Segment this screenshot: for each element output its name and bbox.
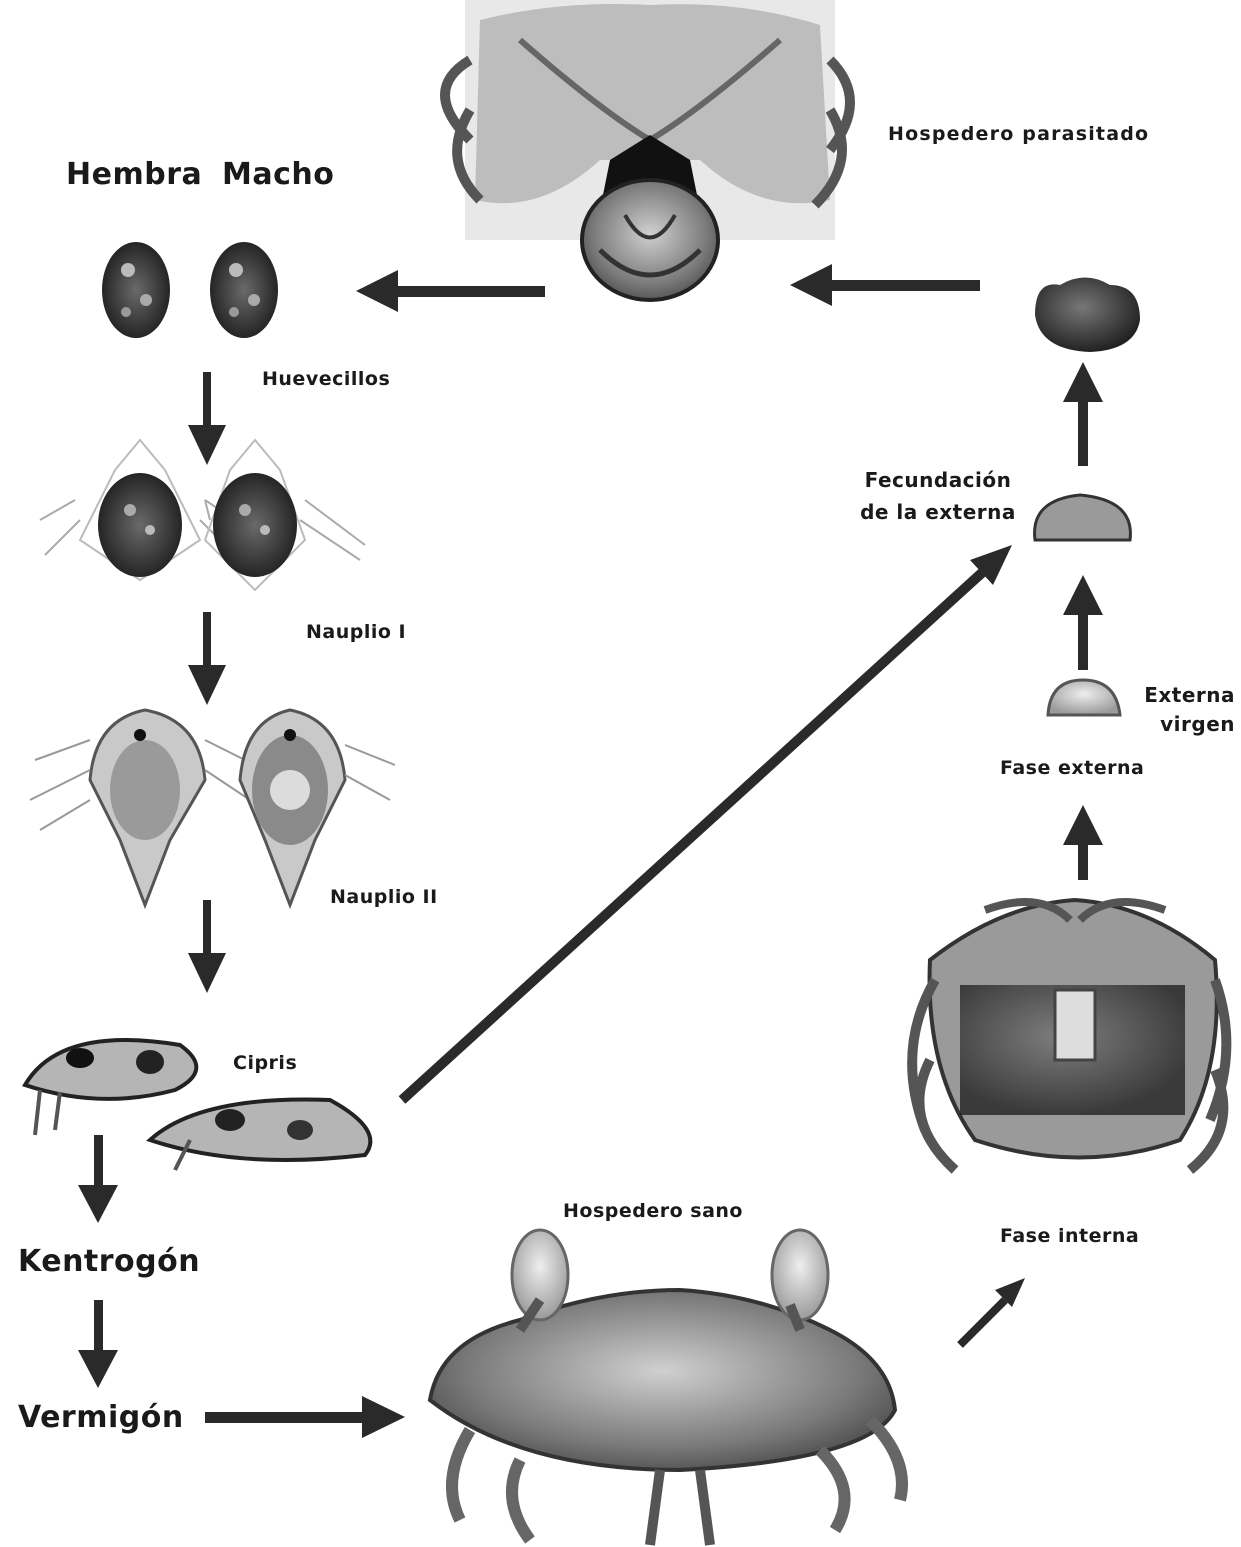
cypris-image-1 [25, 1040, 196, 1135]
label-vermigon: Vermigón [18, 1400, 184, 1435]
nauplius-2-female-image [30, 710, 250, 905]
healthy-host-crab-image [430, 1230, 902, 1545]
egg-male-image [210, 242, 278, 338]
arrow-healthy-host-to-internal-phase [960, 1278, 1025, 1345]
arrow-host-to-eggs [356, 270, 545, 312]
fertilized-externa-image [1035, 495, 1131, 540]
label-nauplius-1: Nauplio I [306, 621, 406, 643]
arrows [78, 264, 1103, 1438]
parasitized-host-crab-image [445, 0, 850, 300]
mature-externa-image [1035, 278, 1140, 353]
label-nauplius-2: Nauplio II [330, 886, 438, 908]
label-cypris: Cipris [233, 1052, 297, 1074]
arrow-nauplius-2-to-cypris [188, 900, 226, 993]
label-healthy-host: Hospedero sano [563, 1200, 743, 1222]
label-male: Macho [222, 157, 334, 192]
arrow-externa-to-host [790, 264, 980, 306]
virgin-externa-image [1048, 680, 1120, 715]
internal-phase-crab-image [912, 900, 1226, 1170]
label-virgin-externa-line-2: virgen [1125, 712, 1235, 736]
nauplius-1-male-image [205, 440, 365, 590]
label-female: Hembra [66, 157, 202, 192]
label-kentrogon: Kentrogón [18, 1244, 200, 1279]
arrow-kentrogon-to-vermigon [78, 1300, 118, 1388]
arrow-internal-to-external-phase [1063, 805, 1103, 880]
arrow-vermigon-to-healthy-host [205, 1396, 405, 1438]
label-parasitized-host: Hospedero parasitado [888, 123, 1149, 145]
arrow-eggs-to-nauplius-1 [188, 372, 226, 465]
arrow-cypris-to-kentrogon [78, 1135, 118, 1223]
nauplius-2-male-image [240, 710, 395, 905]
cypris-image-2 [150, 1100, 370, 1171]
label-external-phase: Fase externa [1000, 757, 1144, 779]
label-fertilization-line-2: de la externa [838, 500, 1038, 524]
egg-female-image [102, 242, 170, 338]
arrow-virgin-to-fertilized-externa [1063, 575, 1103, 670]
label-internal-phase: Fase interna [1000, 1225, 1139, 1247]
arrow-fertilized-to-mature-externa [1063, 362, 1103, 466]
arrow-nauplius-1-to-nauplius-2 [188, 612, 226, 705]
label-virgin-externa-line-1: Externa [1125, 683, 1235, 707]
label-fertilization-line-1: Fecundación [838, 468, 1038, 492]
label-eggs: Huevecillos [262, 368, 390, 390]
